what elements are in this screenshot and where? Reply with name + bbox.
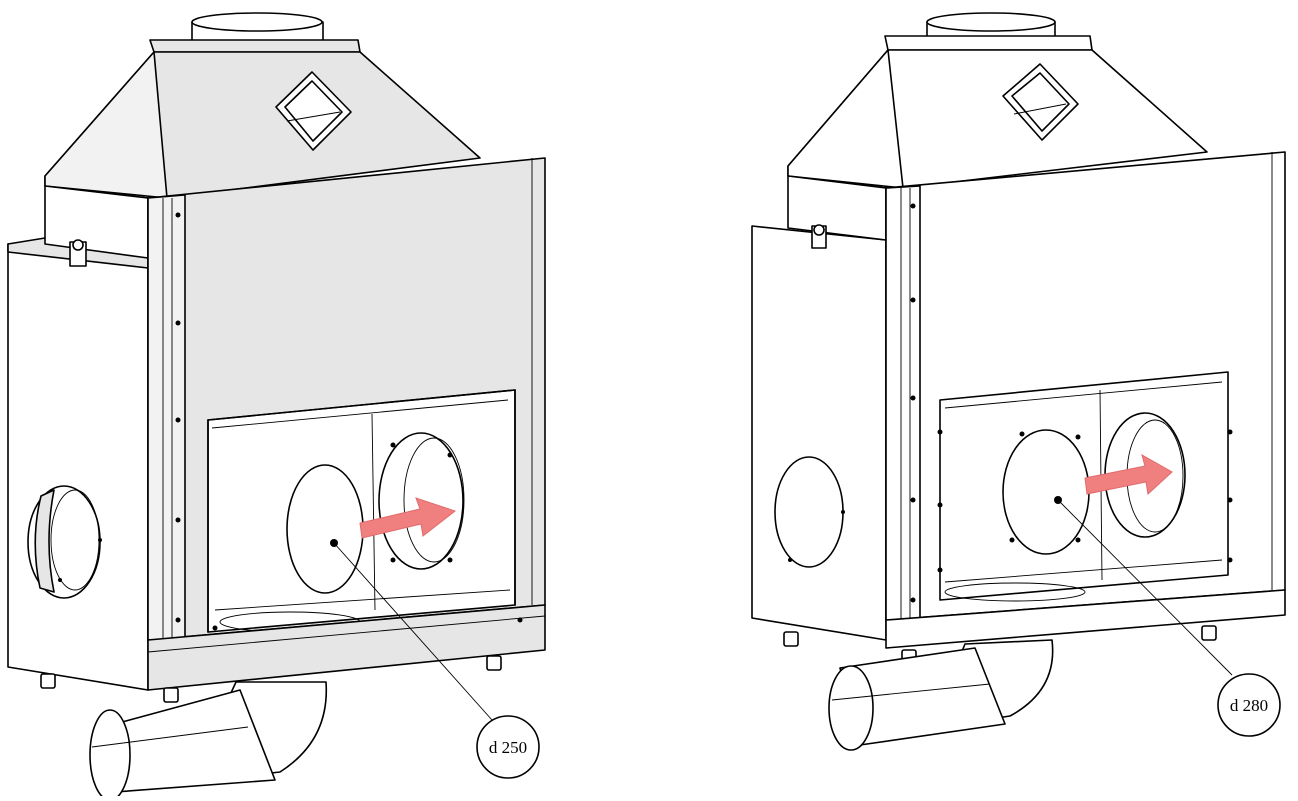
baffle-disc-right <box>1002 429 1090 555</box>
direction-arrow-left <box>359 497 457 539</box>
fireplace-unit-right <box>751 12 1286 751</box>
baffle-disc-left <box>286 464 364 594</box>
bottom-skirt-right <box>885 589 1286 649</box>
fasteners-right <box>788 203 1233 603</box>
leveling-feet-left <box>40 655 502 703</box>
fireplace-unit-left <box>7 12 546 801</box>
side-panel-left <box>7 243 149 691</box>
top-collar-left <box>149 12 361 53</box>
top-collar-right <box>884 12 1093 51</box>
diamond-vent-left <box>275 71 352 151</box>
side-opening-right <box>774 456 844 568</box>
leader-line-right <box>1057 499 1233 676</box>
callout-circle-left <box>476 715 540 779</box>
duct-elbow-left <box>89 681 328 801</box>
side-panel-right <box>751 225 887 641</box>
callout-circle-right <box>1217 673 1281 737</box>
leader-line-left <box>333 542 493 721</box>
direction-arrow-right <box>1084 453 1173 495</box>
side-opening-left <box>27 485 101 599</box>
callout-label-left: d 250 <box>489 738 527 757</box>
fasteners-left <box>58 212 523 631</box>
callout-label-right: d 280 <box>1230 696 1268 715</box>
diamond-vent-right <box>1002 63 1079 141</box>
bottom-skirt-left <box>147 604 546 691</box>
duct-elbow-right <box>828 639 1054 751</box>
